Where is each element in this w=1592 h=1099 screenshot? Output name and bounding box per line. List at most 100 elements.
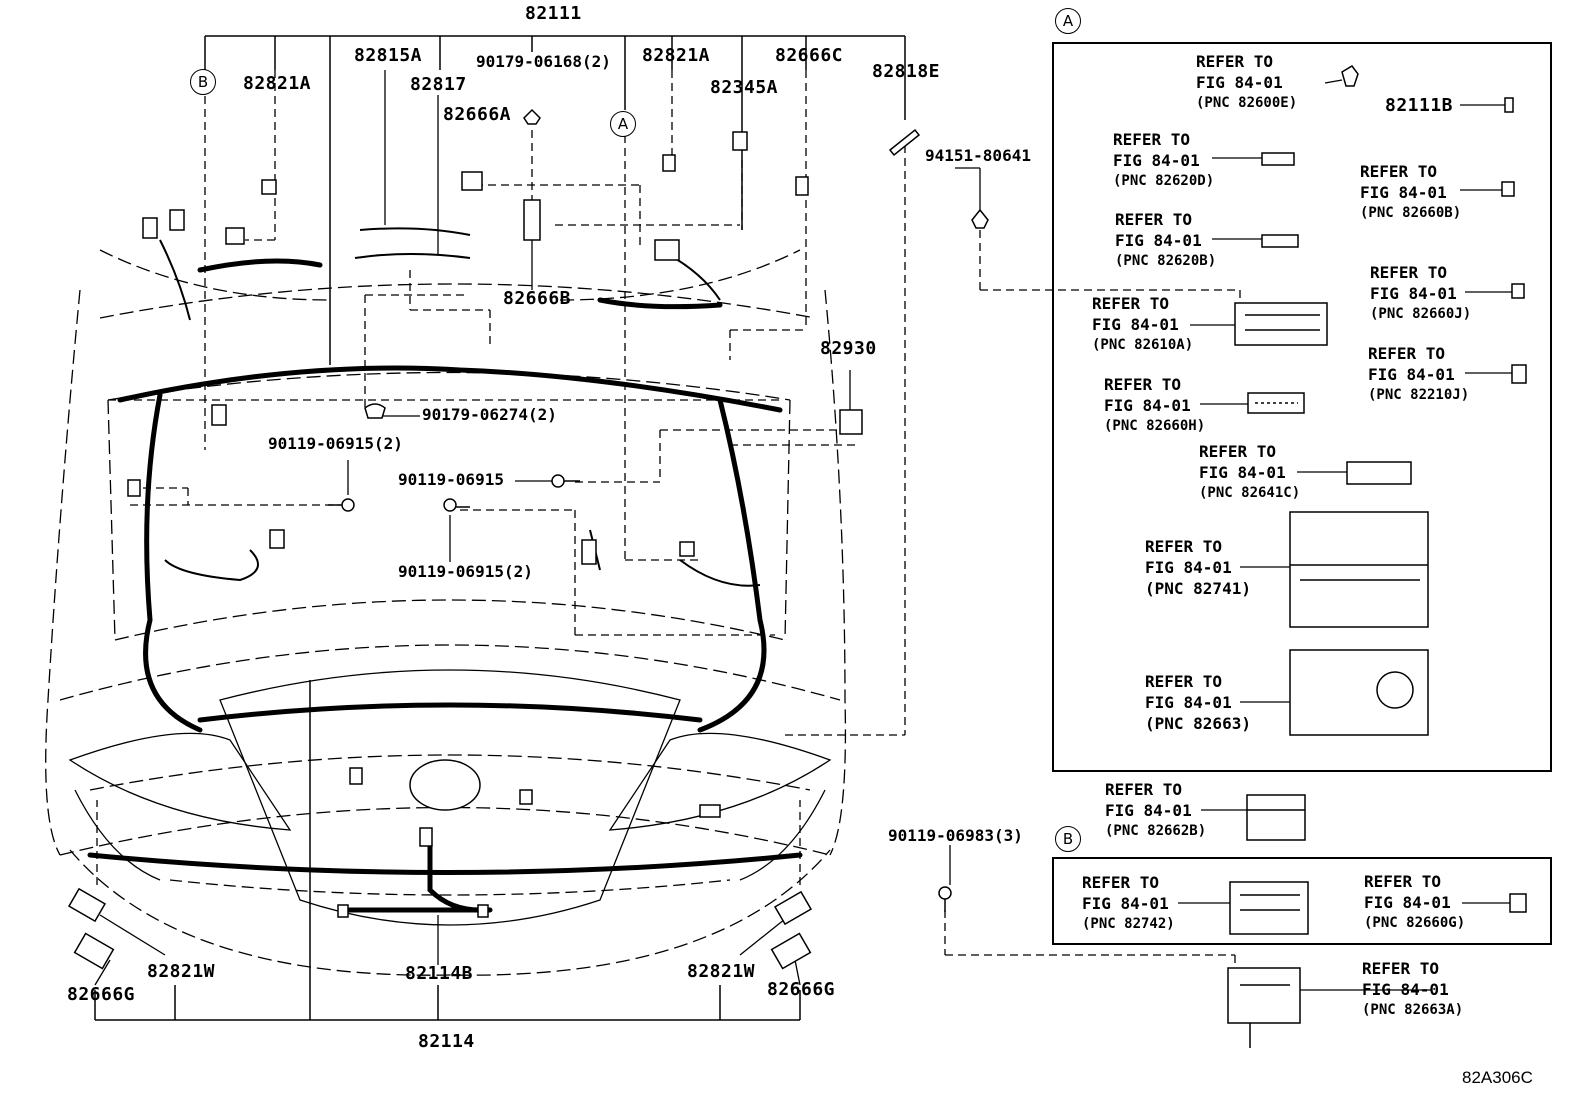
part-label-82817: 82817 xyxy=(410,74,467,95)
ref-line2: FIG 84-01 xyxy=(1115,231,1202,250)
part-label-82345a: 82345A xyxy=(710,77,779,98)
ref-82660b: REFER TO FIG 84-01 (PNC 82660B) xyxy=(1360,161,1461,224)
ref-pnc: (PNC 82663) xyxy=(1145,714,1251,733)
component-pictograms xyxy=(1227,65,1527,1048)
part-label-82821w-right: 82821W xyxy=(687,961,756,982)
part-label-90119-06915-2b: 90119-06915(2) xyxy=(398,562,533,581)
ref-82660h: REFER TO FIG 84-01 (PNC 82660H) xyxy=(1104,374,1205,437)
ref-line1: REFER TO xyxy=(1092,294,1170,313)
ref-line2: FIG 84-01 xyxy=(1104,396,1191,415)
ref-line2: FIG 84-01 xyxy=(1362,980,1449,999)
part-label-90119-06983: 90119-06983(3) xyxy=(888,826,1023,845)
part-label-82111: 82111 xyxy=(525,3,582,24)
ref-82742: REFER TO FIG 84-01 (PNC 82742) xyxy=(1082,872,1175,935)
ref-line1: REFER TO xyxy=(1370,263,1448,282)
ref-line2: FIG 84-01 xyxy=(1113,151,1200,170)
ref-pnc: (PNC 82660B) xyxy=(1360,205,1462,221)
front-fascia xyxy=(68,669,832,926)
ref-pnc: (PNC 82660G) xyxy=(1364,915,1466,931)
part-label-82666b: 82666B xyxy=(503,288,572,309)
ref-82663: REFER TO FIG 84-01 (PNC 82663) xyxy=(1145,671,1251,734)
ref-line2: FIG 84-01 xyxy=(1145,558,1232,577)
part-label-82818e: 82818E xyxy=(872,61,941,82)
ref-line2: FIG 84-01 xyxy=(1370,284,1457,303)
ref-82210j: REFER TO FIG 84-01 (PNC 82210J) xyxy=(1368,343,1469,406)
ref-pnc: (PNC 82742) xyxy=(1082,916,1175,932)
ref-pnc: (PNC 82620D) xyxy=(1113,173,1215,189)
ref-line2: FIG 84-01 xyxy=(1145,693,1232,712)
part-label-90179-06168: 90179-06168(2) xyxy=(476,52,611,71)
part-label-82930: 82930 xyxy=(820,338,877,359)
part-label-90119-06915: 90119-06915 xyxy=(398,470,504,489)
ref-line1: REFER TO xyxy=(1115,210,1193,229)
ref-pnc: (PNC 82663A) xyxy=(1362,1002,1464,1018)
ref-pnc: (PNC 82741) xyxy=(1145,579,1251,598)
illustration-code: 82A306C xyxy=(1462,1068,1533,1087)
leader-lines xyxy=(96,70,1241,1000)
ref-line1: REFER TO xyxy=(1082,873,1160,892)
vehicle-outline xyxy=(45,249,847,976)
part-label-90119-06915-2a: 90119-06915(2) xyxy=(268,434,403,453)
ref-82610a: REFER TO FIG 84-01 (PNC 82610A) xyxy=(1092,293,1193,356)
ref-line1: REFER TO xyxy=(1145,537,1223,556)
ref-pnc: (PNC 82660H) xyxy=(1104,418,1206,434)
ref-82663a: REFER TO FIG 84-01 (PNC 82663A) xyxy=(1362,958,1463,1021)
harness-runs xyxy=(87,258,803,913)
callout-a-main: A xyxy=(610,111,636,137)
ref-line1: REFER TO xyxy=(1362,959,1440,978)
harness-runs-thin xyxy=(159,227,761,587)
part-label-82821w-left: 82821W xyxy=(147,961,216,982)
ref-82600e: REFER TO FIG 84-01 (PNC 82600E) xyxy=(1196,51,1297,114)
part-label-82666c: 82666C xyxy=(775,45,844,66)
fasteners xyxy=(328,108,989,912)
ref-line1: REFER TO xyxy=(1360,162,1438,181)
part-label-82821a-left: 82821A xyxy=(243,73,312,94)
ref-line2: FIG 84-01 xyxy=(1082,894,1169,913)
part-label-82111b: 82111B xyxy=(1385,95,1454,116)
callout-b-main: B xyxy=(190,69,216,95)
detail-box-b xyxy=(1052,857,1552,945)
detail-box-a xyxy=(1052,42,1552,772)
label-leaders xyxy=(94,70,1512,991)
ref-line2: FIG 84-01 xyxy=(1368,365,1455,384)
ref-line1: REFER TO xyxy=(1145,672,1223,691)
ref-82662b: REFER TO FIG 84-01 (PNC 82662B) xyxy=(1105,779,1206,842)
part-label-82114: 82114 xyxy=(418,1031,475,1052)
ref-pnc: (PNC 82620B) xyxy=(1115,253,1217,269)
part-label-82666g-right: 82666G xyxy=(767,979,836,1000)
part-label-82821a-mid: 82821A xyxy=(642,45,711,66)
ref-line1: REFER TO xyxy=(1364,872,1442,891)
ref-82641c: REFER TO FIG 84-01 (PNC 82641C) xyxy=(1199,441,1300,504)
ref-line1: REFER TO xyxy=(1368,344,1446,363)
ref-line1: REFER TO xyxy=(1104,375,1182,394)
ref-pnc: (PNC 82662B) xyxy=(1105,823,1207,839)
ref-82620b: REFER TO FIG 84-01 (PNC 82620B) xyxy=(1115,209,1216,272)
bracket-82114 xyxy=(94,680,801,1021)
part-label-82666a: 82666A xyxy=(443,104,512,125)
part-label-90179-06274: 90179-06274(2) xyxy=(422,405,557,424)
ref-pnc: (PNC 82600E) xyxy=(1196,95,1298,111)
part-label-94151-80641: 94151-80641 xyxy=(925,146,1031,165)
ref-line2: FIG 84-01 xyxy=(1105,801,1192,820)
part-label-82666g-left: 82666G xyxy=(67,984,136,1005)
connectors xyxy=(67,131,863,970)
ref-pnc: (PNC 82210J) xyxy=(1368,387,1470,403)
ref-pnc: (PNC 82610A) xyxy=(1092,337,1194,353)
part-label-82114b: 82114B xyxy=(405,963,474,984)
ref-line2: FIG 84-01 xyxy=(1092,315,1179,334)
ref-line1: REFER TO xyxy=(1196,52,1274,71)
ref-line1: REFER TO xyxy=(1199,442,1277,461)
ref-line1: REFER TO xyxy=(1113,130,1191,149)
ref-82660j: REFER TO FIG 84-01 (PNC 82660J) xyxy=(1370,262,1471,325)
ref-pnc: (PNC 82641C) xyxy=(1199,485,1301,501)
ref-line2: FIG 84-01 xyxy=(1360,183,1447,202)
ref-line1: REFER TO xyxy=(1105,780,1183,799)
ref-pnc: (PNC 82660J) xyxy=(1370,306,1472,322)
ref-82660g: REFER TO FIG 84-01 (PNC 82660G) xyxy=(1364,871,1465,934)
ref-82620d: REFER TO FIG 84-01 (PNC 82620D) xyxy=(1113,129,1214,192)
ref-line2: FIG 84-01 xyxy=(1364,893,1451,912)
ref-line2: FIG 84-01 xyxy=(1196,73,1283,92)
part-label-82815a: 82815A xyxy=(354,45,423,66)
ref-line2: FIG 84-01 xyxy=(1199,463,1286,482)
